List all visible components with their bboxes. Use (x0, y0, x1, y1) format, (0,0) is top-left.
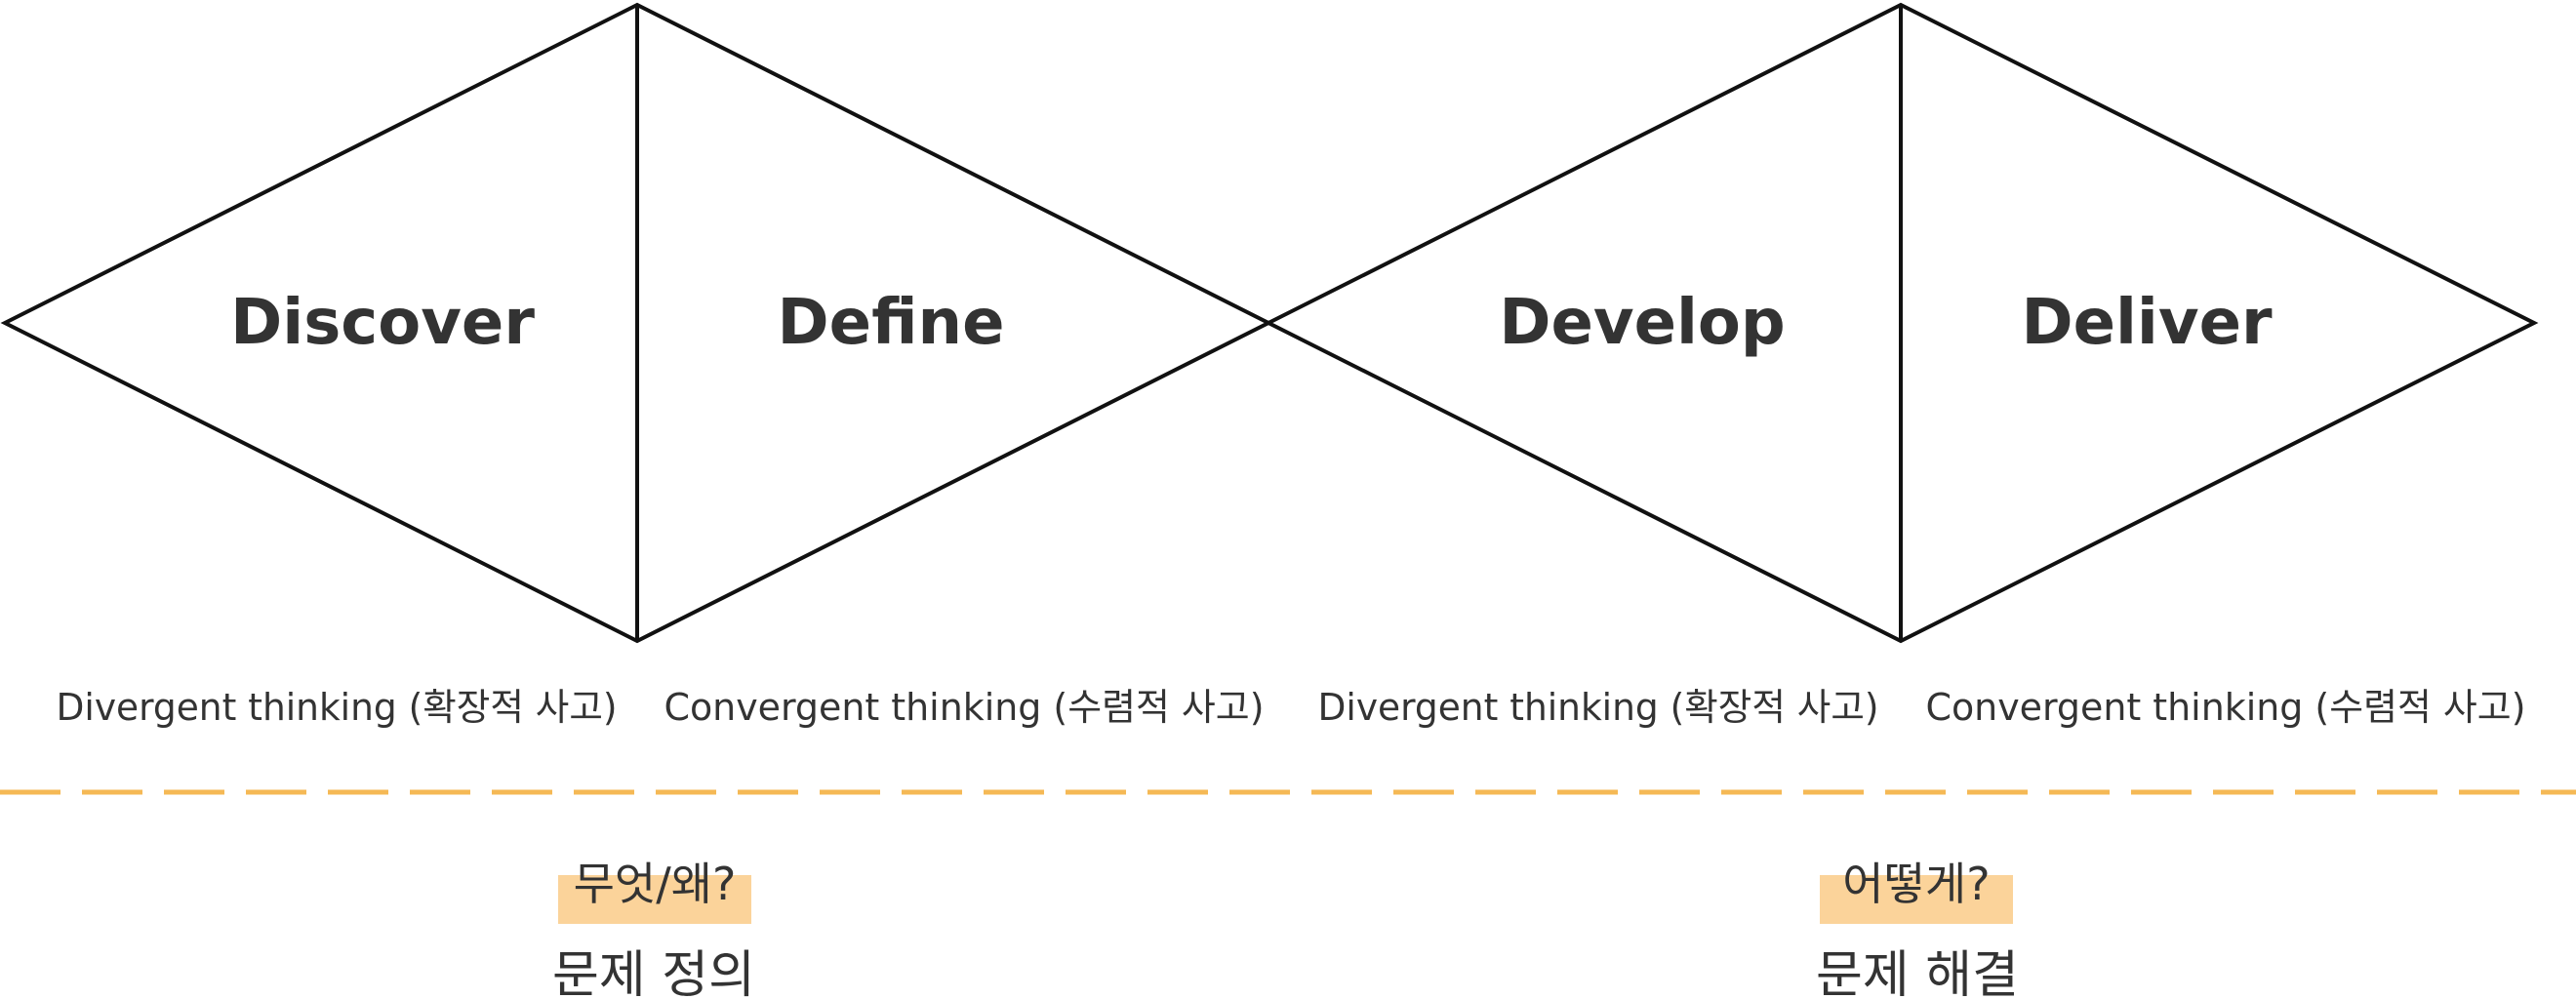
diamond-right (1264, 2, 2539, 644)
stage-title-define: Define (778, 287, 1005, 359)
question-label-what-why: 무엇/왜? (574, 858, 737, 910)
goal-label-problem-definition: 문제 정의 (552, 946, 755, 999)
stage-title-discover: Discover (230, 287, 535, 359)
goal-label-problem-solving: 문제 해결 (1816, 946, 2019, 999)
highlight-problem-solving (1820, 875, 2013, 924)
diamond-shapes (0, 2, 2539, 644)
highlight-problem-definition (558, 875, 751, 924)
thinking-label-discover: Divergent thinking (확장적 사고) (57, 686, 618, 729)
stage-title-develop: Develop (1499, 287, 1785, 359)
stage-title-deliver: Deliver (2021, 287, 2273, 359)
thinking-label-develop: Divergent thinking (확장적 사고) (1318, 686, 1879, 729)
thinking-label-define: Convergent thinking (수렴적 사고) (664, 686, 1265, 729)
thinking-label-deliver: Convergent thinking (수렴적 사고) (1926, 686, 2526, 729)
question-label-how: 어떻게? (1842, 858, 1990, 910)
